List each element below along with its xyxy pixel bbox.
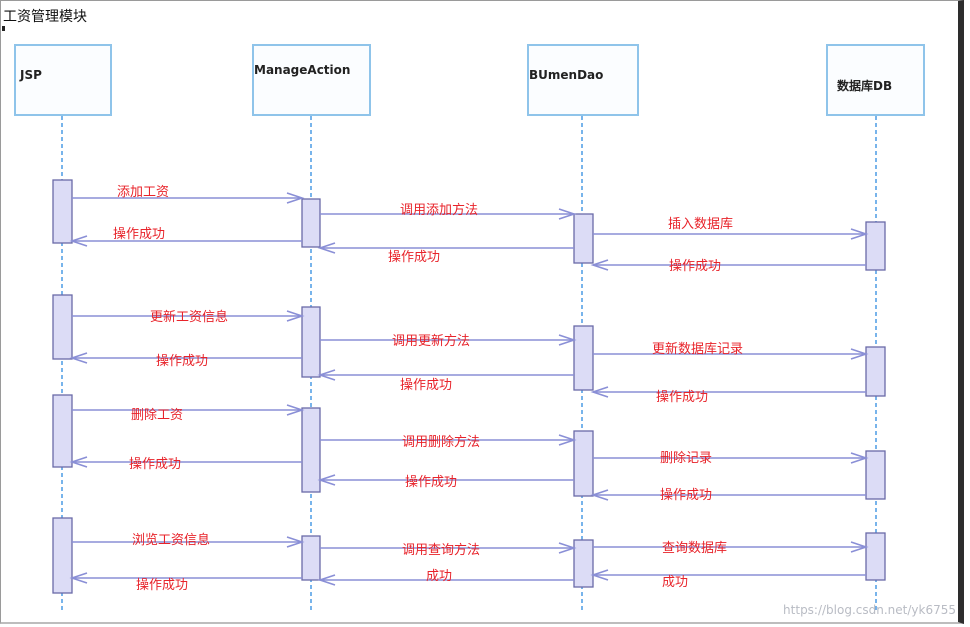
message-call-1-arrowhead [558,208,577,220]
activation-jsp-1 [52,179,73,244]
actor-jsp-label: JSP [20,68,42,82]
actor-jsp-box [14,44,112,116]
message-action-return-1-arrowhead [69,235,88,247]
message-db-return-2-arrowhead [590,386,609,398]
actor-action-box [252,44,371,116]
label-dao-return-4: 成功 [426,569,452,584]
activation-jsp-3 [52,394,73,468]
label-call-1: 调用添加方法 [400,202,478,218]
message-action-return-2-arrowhead [69,352,88,364]
activation-db-3 [865,450,886,500]
label-db-return-3: 操作成功 [660,487,712,503]
diagram-title: 工资管理模块 [3,9,87,25]
label-request-2: 更新工资信息 [150,309,228,325]
label-db-return-1: 操作成功 [669,258,721,274]
message-dao-return-4-arrowhead [317,574,336,586]
actor-action-label: ManageAction [254,63,351,77]
activation-action-2 [301,306,321,378]
message-db-op-3-arrowhead [850,452,869,464]
label-request-4: 浏览工资信息 [132,532,210,548]
label-call-2: 调用更新方法 [392,333,470,349]
activation-dao-2 [573,325,594,391]
message-call-2-arrowhead [558,334,577,346]
label-call-3: 调用删除方法 [402,434,480,450]
label-action-return-1: 操作成功 [113,226,165,242]
message-call-3-arrowhead [558,434,577,446]
activation-db-2 [865,346,886,397]
message-dao-return-3-arrowhead [317,474,336,486]
label-dao-return-1: 操作成功 [388,249,440,265]
label-request-3: 删除工资 [131,408,183,423]
message-db-return-3-arrowhead [590,489,609,501]
label-call-4: 调用查询方法 [402,542,480,558]
activation-db-4 [865,532,886,581]
message-request-4-arrowhead [286,536,305,548]
message-db-op-2-arrowhead [850,348,869,360]
activation-db-1 [865,221,886,271]
activation-jsp-4 [52,517,73,594]
label-db-return-4: 成功 [662,575,688,590]
activation-action-3 [301,407,321,493]
message-request-1-arrowhead [286,192,305,204]
activation-dao-3 [573,430,594,497]
message-dao-return-2-arrowhead [317,369,336,381]
message-db-return-4-arrowhead [590,569,609,581]
activation-dao-4 [573,539,594,588]
title-marker [2,26,5,31]
message-action-return-4-arrowhead [69,572,88,584]
label-db-op-4: 查询数据库 [662,540,727,556]
label-db-op-2: 更新数据库记录 [652,341,743,357]
label-action-return-2: 操作成功 [156,353,208,369]
watermark: https://blog.csdn.net/yk6755 [783,603,956,617]
label-action-return-3: 操作成功 [129,456,181,472]
message-db-return-1-arrowhead [590,259,609,271]
message-call-4-arrowhead [558,542,577,554]
actor-db-label: 数据库DB [837,79,893,93]
message-request-3-arrowhead [286,404,305,416]
label-action-return-4: 操作成功 [136,577,188,593]
label-dao-return-3: 操作成功 [405,474,457,490]
message-db-op-1-arrowhead [850,228,869,240]
label-dao-return-2: 操作成功 [400,377,452,393]
label-db-op-1: 插入数据库 [668,216,733,232]
actor-dao-label: BUmenDao [529,68,604,82]
message-request-2-arrowhead [286,310,305,322]
activation-jsp-2 [52,294,73,360]
activation-dao-1 [573,213,594,264]
message-action-return-3-arrowhead [69,456,88,468]
label-db-op-3: 删除记录 [660,451,712,466]
actor-db-box [826,44,925,116]
message-dao-return-1-arrowhead [317,242,336,254]
activation-action-4 [301,535,321,581]
label-db-return-2: 操作成功 [656,389,708,405]
message-db-op-4-arrowhead [850,541,869,553]
label-request-1: 添加工资 [117,185,169,200]
actor-dao-box [527,44,639,116]
activation-action-1 [301,198,321,248]
